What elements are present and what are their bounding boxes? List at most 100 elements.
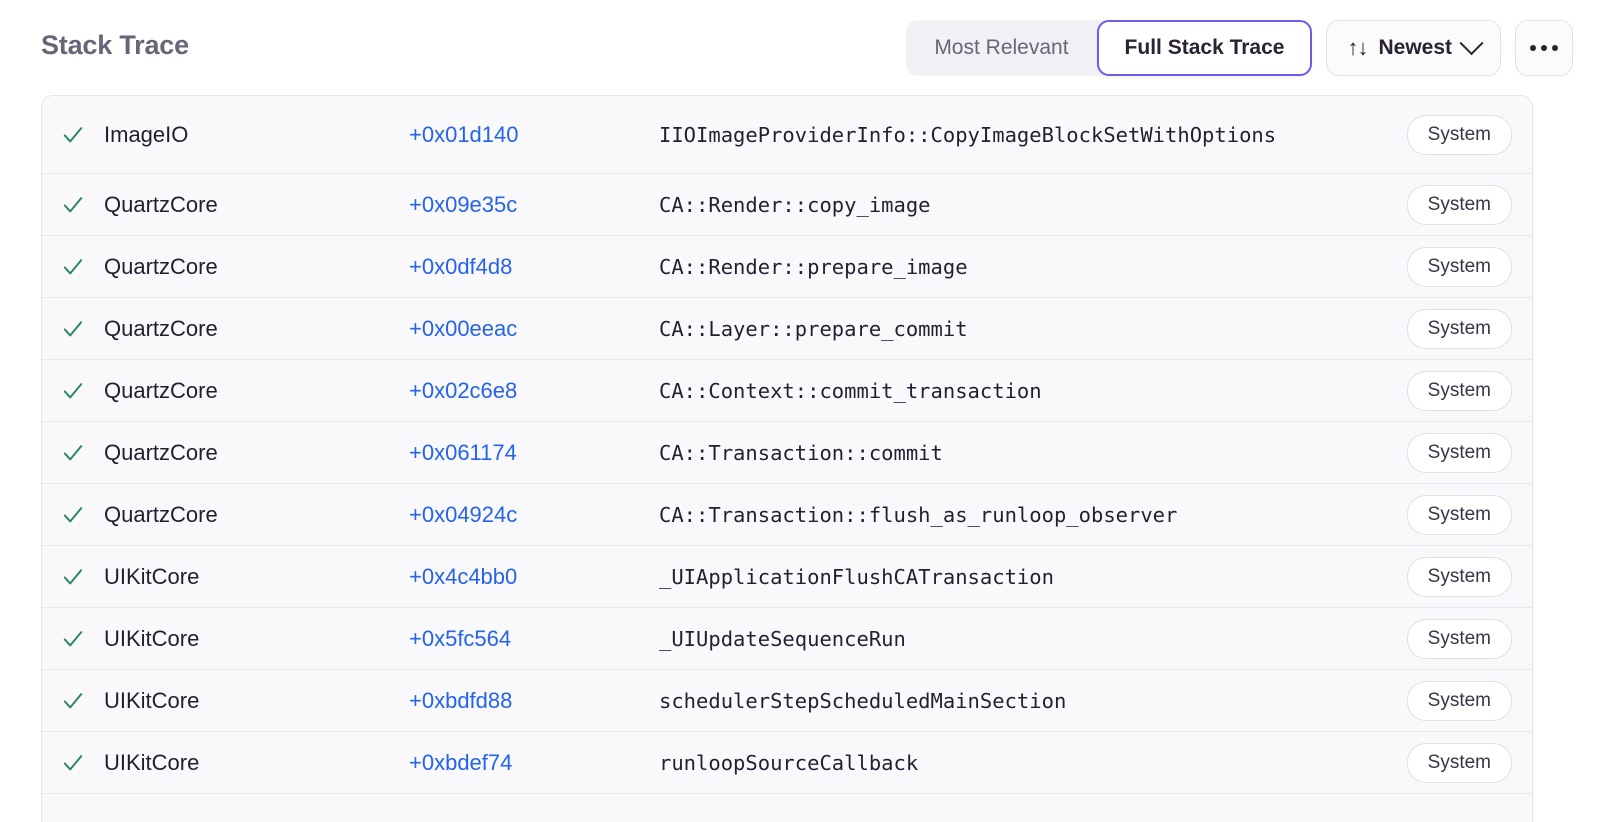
frame-offset[interactable]: +0x0df4d8 — [409, 253, 513, 279]
status-badge: System — [1406, 184, 1512, 225]
table-row[interactable]: UIKitCore +0xbdef74 runloopSourceCallbac… — [42, 732, 1532, 794]
frame-offset[interactable]: +0xbdef74 — [409, 749, 513, 775]
sort-arrows-icon: ↑↓ — [1347, 34, 1368, 60]
frame-offset[interactable]: +0x4c4bb0 — [409, 563, 518, 589]
frame-badge-cell: System — [1372, 432, 1512, 473]
table-row[interactable]: QuartzCore +0x02c6e8 CA::Context::commit… — [42, 360, 1532, 422]
frame-symbol: CA::Render::prepare_image — [659, 254, 968, 279]
frame-badge-cell: System — [1372, 370, 1512, 411]
frame-offset[interactable]: +0x04924c — [409, 501, 518, 527]
frame-offset[interactable]: +0x00eeac — [409, 315, 518, 341]
frame-badge-cell: System — [1372, 308, 1512, 349]
table-row[interactable]: UIKitCore +0xbdfd88 schedulerStepSchedul… — [42, 670, 1532, 732]
frame-symbol: CA::Transaction::flush_as_runloop_observ… — [659, 502, 1178, 527]
frame-image-name: UIKitCore — [104, 687, 200, 713]
check-icon — [63, 568, 83, 584]
status-badge: System — [1406, 556, 1512, 597]
tab-most-relevant[interactable]: Most Relevant — [934, 35, 1069, 59]
stack-trace-list[interactable]: ImageIO +0x01d140 IIOImageProviderInfo::… — [41, 95, 1533, 822]
frame-image-name: QuartzCore — [104, 439, 218, 465]
frame-badge-cell: System — [1372, 184, 1512, 225]
frame-image-name: QuartzCore — [104, 191, 218, 217]
frame-image-name: QuartzCore — [104, 315, 218, 341]
table-row[interactable]: QuartzCore +0x09e35c CA::Render::copy_im… — [42, 174, 1532, 236]
frame-image-name: QuartzCore — [104, 253, 218, 279]
status-badge: System — [1406, 432, 1512, 473]
frame-offset[interactable]: +0x061174 — [409, 439, 517, 465]
frame-symbol: _UIApplicationFlushCATransaction — [659, 564, 1054, 589]
frame-symbol: CA::Layer::prepare_commit — [659, 316, 968, 341]
frame-status-cell — [42, 318, 104, 340]
table-row[interactable]: QuartzCore +0x00eeac CA::Layer::prepare_… — [42, 298, 1532, 360]
status-badge: System — [1406, 680, 1512, 721]
stack-trace-header: Stack Trace Most Relevant Full Stack Tra… — [0, 0, 1614, 95]
frame-image-name: UIKitCore — [104, 625, 200, 651]
frame-symbol: schedulerStepScheduledMainSection — [659, 688, 1067, 713]
table-row[interactable]: UIKitCore +0x4c4bb0 _UIApplicationFlushC… — [42, 546, 1532, 608]
header-toolbar: Most Relevant Full Stack Trace ↑↓ Newest — [906, 19, 1573, 76]
check-icon — [63, 444, 83, 460]
check-icon — [63, 754, 83, 770]
frame-offset[interactable]: +0x09e35c — [409, 191, 518, 217]
frame-badge-cell: System — [1372, 246, 1512, 287]
frame-offset[interactable]: +0xbdfd88 — [409, 687, 513, 713]
status-badge: System — [1406, 114, 1512, 155]
status-badge: System — [1406, 742, 1512, 783]
check-icon — [63, 382, 83, 398]
tab-full-stack-trace[interactable]: Full Stack Trace — [1096, 19, 1313, 76]
status-badge: System — [1406, 246, 1512, 287]
status-badge: System — [1406, 308, 1512, 349]
check-icon — [63, 630, 83, 646]
frame-symbol: CA::Render::copy_image — [659, 192, 931, 217]
frame-badge-cell: System — [1372, 114, 1512, 155]
frame-status-cell — [42, 566, 104, 588]
table-row[interactable]: QuartzCore +0x061174 CA::Transaction::co… — [42, 422, 1532, 484]
overflow-menu-button[interactable] — [1515, 19, 1573, 76]
trace-mode-segmented-control[interactable]: Most Relevant Full Stack Trace — [906, 19, 1313, 76]
table-row[interactable]: ImageIO +0x01d140 IIOImageProviderInfo::… — [42, 96, 1532, 174]
frame-symbol: IIOImageProviderInfo::CopyImageBlockSetW… — [659, 122, 1277, 147]
frame-image-name: ImageIO — [104, 121, 189, 147]
frame-status-cell — [42, 442, 104, 464]
frame-badge-cell: System — [1372, 742, 1512, 783]
sort-dropdown-label: Newest — [1378, 35, 1452, 59]
ellipsis-icon — [1530, 44, 1558, 51]
frame-image-name: QuartzCore — [104, 501, 218, 527]
status-badge: System — [1406, 618, 1512, 659]
frame-status-cell — [42, 690, 104, 712]
check-icon — [63, 196, 83, 212]
frame-status-cell — [42, 752, 104, 774]
frame-badge-cell: System — [1372, 556, 1512, 597]
frame-badge-cell: System — [1372, 494, 1512, 535]
frame-badge-cell: System — [1372, 618, 1512, 659]
table-row[interactable]: QuartzCore +0x04924c CA::Transaction::fl… — [42, 484, 1532, 546]
frame-status-cell — [42, 124, 104, 146]
frame-image-name: UIKitCore — [104, 563, 200, 589]
check-icon — [63, 692, 83, 708]
chevron-down-icon — [1459, 31, 1484, 56]
frame-symbol: CA::Transaction::commit — [659, 440, 943, 465]
frame-offset[interactable]: +0x5fc564 — [409, 625, 512, 651]
frame-symbol: runloopSourceCallback — [659, 750, 919, 775]
frame-symbol: CA::Context::commit_transaction — [659, 378, 1042, 403]
table-row[interactable]: UIKitCore +0x5fc564 _UIUpdateSequenceRun… — [42, 608, 1532, 670]
frame-offset[interactable]: +0x01d140 — [409, 121, 519, 147]
frame-symbol: _UIUpdateSequenceRun — [659, 626, 906, 651]
status-badge: System — [1406, 494, 1512, 535]
frame-image-name: QuartzCore — [104, 377, 218, 403]
frame-offset[interactable]: +0x02c6e8 — [409, 377, 518, 403]
frame-status-cell — [42, 380, 104, 402]
page-title: Stack Trace — [41, 30, 189, 60]
check-icon — [63, 506, 83, 522]
table-row[interactable]: QuartzCore +0x0df4d8 CA::Render::prepare… — [42, 236, 1532, 298]
check-icon — [63, 126, 83, 142]
frame-badge-cell: System — [1372, 680, 1512, 721]
sort-dropdown[interactable]: ↑↓ Newest — [1326, 19, 1501, 76]
frame-status-cell — [42, 194, 104, 216]
status-badge: System — [1406, 370, 1512, 411]
check-icon — [63, 320, 83, 336]
frame-status-cell — [42, 628, 104, 650]
check-icon — [63, 258, 83, 274]
frame-image-name: UIKitCore — [104, 749, 200, 775]
